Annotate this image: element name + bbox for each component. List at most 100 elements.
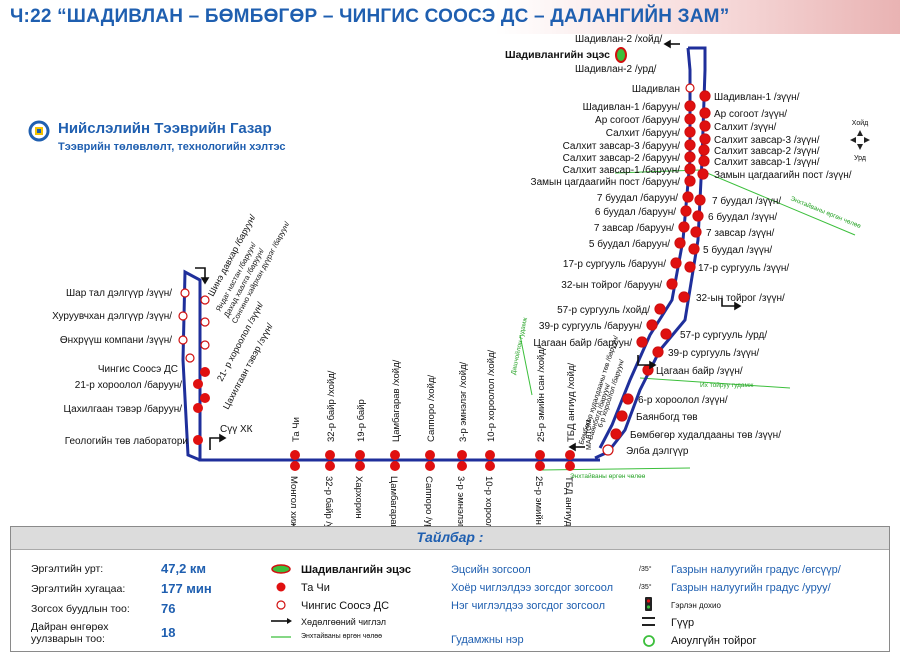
right-stop-dot-18 — [610, 428, 622, 440]
legend-box: Тайлбар : Эргэлтийн урт: 47,2 км Эргэлти… — [10, 526, 890, 652]
bottom-south-label-8: ТБД ангиуд /урд/ — [563, 476, 574, 526]
left-stop-dot-9 — [680, 205, 692, 217]
bottom-south-label-4: Саппоро /урд/ — [423, 476, 434, 526]
roundabout-icon — [643, 635, 655, 647]
right-stop-label-2: Салхит /зүүн/ — [714, 122, 777, 133]
west-loop-stops — [178, 288, 210, 445]
bottom-south-label-2: Хархорин — [353, 476, 364, 519]
stop-onkhruush: Өнхрүүш компани /зүүн/ — [60, 335, 172, 346]
terminal-icon — [271, 564, 291, 574]
right-stop-dot-8 — [692, 210, 704, 222]
legend-header: Тайлбар : — [11, 527, 889, 550]
bottom-north-dot-3 — [390, 450, 400, 460]
right-stop-dot-2 — [699, 120, 711, 132]
right-stop-label-9: 7 завсар /зүүн/ — [706, 228, 774, 239]
legend-bridge: Гүүр — [671, 617, 695, 629]
bottom-north-dot-0 — [290, 450, 300, 460]
right-stop-label-12: 32-ын тойрог /зүүн/ — [696, 293, 785, 304]
bottom-south-dot-8 — [565, 461, 575, 471]
left-stop-label-14: 57-р сургууль /хойд/ — [557, 305, 650, 316]
left-stop-label-4: Салхит завсар-3 /баруун/ — [563, 140, 681, 152]
bottom-south-label-5: 3-р эмнэлэг /урд/ — [455, 476, 466, 526]
right-stop-label-18: Бөмбөгөр худалдааны төв /зүүн/ — [630, 429, 781, 441]
legend-traffic-light: Гэрлэн дохио — [671, 601, 721, 610]
stop-dot-icon — [276, 582, 286, 592]
right-stop-dot-4 — [698, 144, 710, 156]
right-stop-label-16: 6-р хороолол /зүүн/ — [638, 395, 728, 406]
bottom-north-label-0: Та Чи — [291, 417, 302, 442]
right-stop-label-3: Салхит завсар-3 /зүүн/ — [714, 135, 820, 146]
stat-time-value: 177 мин — [161, 581, 212, 596]
stop-shar-tal: Шар тал дэлгүүр /зүүн/ — [66, 288, 172, 299]
left-stop-label-11: 5 буудал /баруун/ — [589, 238, 670, 250]
right-stop-label-19: Элба дэлгүүр — [626, 445, 689, 457]
bottom-north-label-2: 19-р байр — [356, 399, 367, 442]
route-title: Ч:22 “ШАДИВЛАН – БӨМБӨГӨР – ЧИНГИС СООСЭ… — [10, 6, 730, 27]
stat-length-value: 47,2 км — [161, 561, 207, 576]
bottom-south-dot-5 — [457, 461, 467, 471]
bottom-north-label-3: Цамбагарав /хойд/ — [391, 359, 402, 442]
right-stop-dot-12 — [678, 291, 690, 303]
left-stop-dot-7 — [684, 175, 696, 187]
legend-direction: Хөдөлгөөний чиглэл — [301, 617, 387, 627]
bottom-north-label-1: 32-р байр /хойд/ — [326, 370, 337, 442]
left-stop-dot-11 — [674, 237, 686, 249]
right-stop-dot-17 — [616, 410, 628, 422]
right-stop-label-1: Ар согоот /зүүн/ — [714, 109, 787, 120]
ntg-logo-icon — [28, 120, 50, 142]
left-stop-label-3: Салхит /баруун/ — [606, 127, 680, 139]
left-stop-dot-14 — [654, 303, 666, 315]
stop-suu: Сүү ХК — [220, 424, 253, 435]
right-stop-label-4: Салхит завсар-2 /зүүн/ — [714, 146, 820, 157]
left-stop-label-6: Салхит завсар-1 /баруун/ — [563, 164, 681, 176]
street-label-4: Энхтайваны өргөн чөлөө — [570, 472, 646, 480]
stop-maltom: МАЛТОМ — [586, 419, 593, 450]
bottom-north-label-5: 3-р эмнэлэг /хойд/ — [458, 361, 469, 442]
left-stop-label-7: Замын цагдаагийн пост /баруун/ — [531, 176, 681, 188]
left-stop-label-5: Салхит завсар-2 /баруун/ — [563, 152, 681, 164]
bottom-south-dot-1 — [325, 461, 335, 471]
bottom-north-label-7: 25-р эмийн сан /хойд/ — [536, 346, 547, 442]
left-stop-dot-8 — [682, 191, 694, 203]
left-stop-dot-12 — [670, 257, 682, 269]
left-stop-label-10: 7 завсар /баруун/ — [594, 222, 674, 234]
traffic-light-icon — [645, 597, 652, 611]
legend-street-name: Гудамжны нэр — [451, 634, 524, 646]
right-stops: Шадивлан-1 /зүүн/Ар согоот /зүүн/Салхит … — [602, 90, 852, 457]
bottom-north-dot-2 — [355, 450, 365, 460]
right-stop-label-6: Замын цагдаагийн пост /зүүн/ — [714, 170, 852, 181]
right-stop-dot-13 — [660, 328, 672, 340]
route-map: Шадивлангийн эцэс Шадивлан-2 /хойд/ Шади… — [52, 34, 862, 526]
bottom-north-dot-4 — [425, 450, 435, 460]
right-stop-dot-19 — [602, 444, 614, 456]
legend-stop-ring: Чингис Соосэ ДС — [301, 600, 390, 612]
right-stop-dot-16 — [622, 393, 634, 405]
top-south-label: Шадивлан-2 /урд/ — [575, 64, 657, 75]
left-stop-dot-2 — [684, 113, 696, 125]
right-stop-dot-1 — [699, 107, 711, 119]
org-department: Тээврийн төлөвлөлт, технологийн хэлтэс — [58, 141, 286, 153]
bottom-north-dot-1 — [325, 450, 335, 460]
slope-up-icon: /35° — [639, 566, 652, 573]
bottom-south-dot-0 — [290, 461, 300, 471]
bottom-south-dot-6 — [485, 461, 495, 471]
bottom-south-dot-4 — [425, 461, 435, 471]
left-stop-dot-6 — [684, 163, 696, 175]
left-stop-label-0: Шадивлан — [632, 84, 680, 95]
right-stop-dot-9 — [690, 226, 702, 238]
right-stop-label-13: 57-р сургууль /урд/ — [680, 330, 767, 341]
stop-ring-icon — [276, 600, 286, 610]
slope-down-icon: /35° — [639, 584, 652, 591]
legend-symbols — [271, 564, 292, 638]
right-stop-label-10: 5 буудал /зүүн/ — [703, 244, 772, 256]
left-stop-dot-10 — [678, 221, 690, 233]
right-stop-label-11: 17-р сургууль /зүүн/ — [698, 263, 789, 274]
stop-chingis-soose: Чингис Соосэ ДС — [98, 364, 178, 375]
stop-tsakhilgaan: Цахилгаан тэвэр /баруун/ — [64, 403, 183, 415]
left-stop-label-15: 39-р сургууль /баруун/ — [539, 320, 642, 332]
bottom-south-label-3: Цамбагарав /урд/ — [388, 476, 399, 526]
compass-south: Урд — [854, 155, 866, 162]
legend-sign-icons — [642, 597, 655, 647]
org-name: Нийслэлийн Тээврийн Газар — [58, 120, 272, 137]
